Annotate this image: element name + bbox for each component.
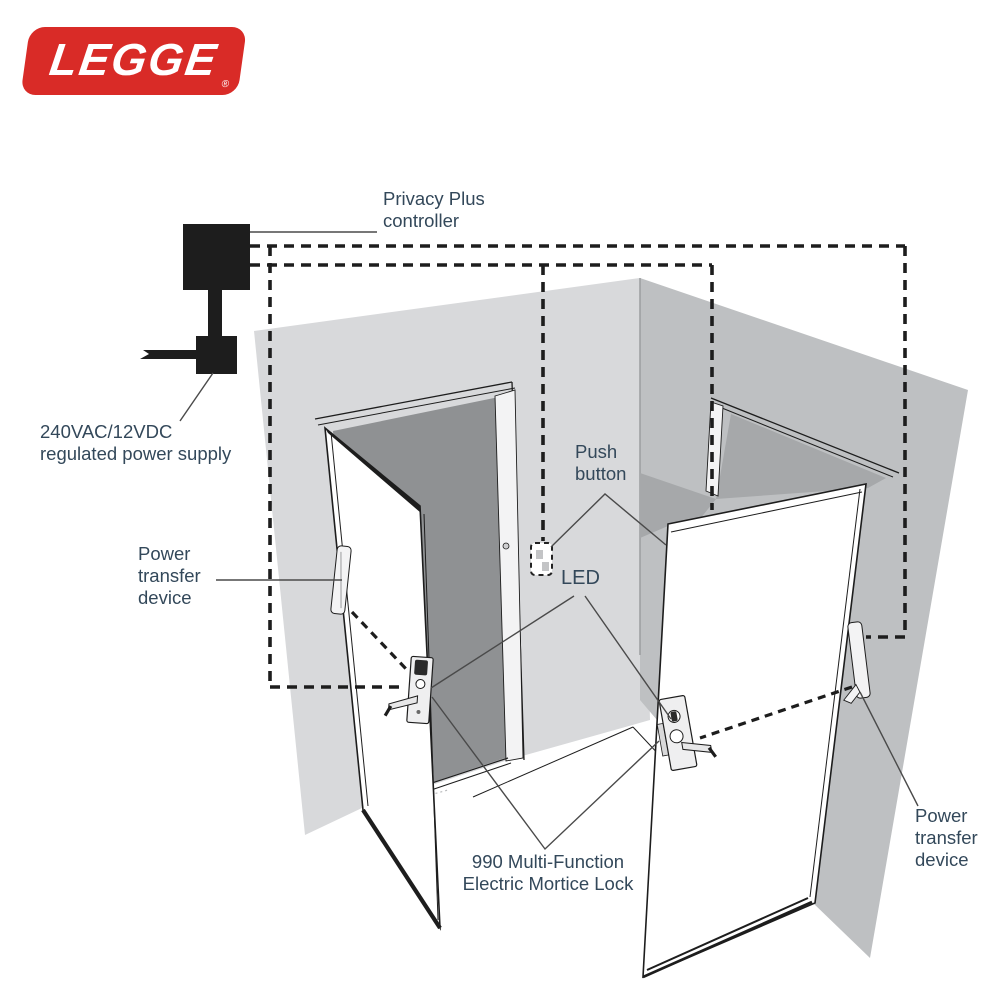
push-button <box>530 542 553 576</box>
right-doorway-gap <box>640 473 716 538</box>
label-line: Privacy Plus <box>383 188 485 209</box>
label-line: Electric Mortice Lock <box>462 872 634 894</box>
left-door <box>324 426 442 931</box>
label-line: regulated power supply <box>40 442 232 464</box>
leader-lines <box>179 231 919 851</box>
right-lock-cylinder <box>670 711 678 722</box>
label-privacy-plus-controller: Privacy Plus controller <box>383 188 485 232</box>
right-frame-outer <box>710 397 900 474</box>
label-line: LED <box>561 567 600 589</box>
leader-power-transfer-right <box>859 691 919 807</box>
label-line: 240VAC/12VDC <box>40 421 173 442</box>
label-line: controller <box>383 209 460 231</box>
left-lock-led-indicator <box>415 679 426 690</box>
push-button-detail-1 <box>536 550 543 559</box>
power-transfer-wire-guide <box>843 683 861 704</box>
right-door-bottom-edge <box>642 900 813 979</box>
left-door-jamb <box>494 389 524 762</box>
label-line: 990 Multi-Function <box>471 851 625 872</box>
leader-led-right <box>584 595 672 720</box>
label-mortice-lock: 990 Multi-Function Electric Mortice Lock <box>448 851 648 895</box>
label-line: Push <box>575 441 618 462</box>
wiring-to-locks <box>270 610 905 740</box>
left-door-top-edge <box>325 428 421 513</box>
right-door <box>642 482 871 979</box>
right-lock <box>656 695 717 771</box>
label-line: transfer <box>138 564 201 586</box>
left-lock <box>383 655 434 725</box>
right-door-bottom-edge-inner <box>646 897 809 971</box>
left-door-hinge-edge-inner <box>330 431 369 807</box>
privacy-plus-controller-box <box>183 224 250 290</box>
registered-trademark-icon: ® <box>220 79 230 90</box>
right-doorway <box>640 397 900 538</box>
wiring-right-hinge-to-lock <box>699 685 853 740</box>
right-lock-lever-tip <box>707 746 717 758</box>
left-door-bottom-edge <box>361 808 442 930</box>
door-stop-roller <box>502 542 510 550</box>
label-line: button <box>575 462 627 484</box>
left-lock-lever-tip <box>383 705 393 717</box>
left-frame-outer <box>314 381 513 420</box>
floor-edge-left <box>472 726 634 798</box>
label-line: transfer <box>915 826 978 848</box>
label-led: LED <box>561 567 600 591</box>
left-lock-cylinder <box>414 659 428 676</box>
wiring-runs <box>250 244 907 687</box>
left-lock-screw <box>416 709 421 714</box>
right-doorway-opening <box>716 414 886 499</box>
label-line: Power <box>138 543 191 564</box>
label-power-supply: 240VAC/12VDC regulated power supply <box>40 421 231 465</box>
right-frame-inner <box>716 405 894 478</box>
controller-psu-link <box>208 290 222 337</box>
legge-logo: LEGGE ® <box>20 27 248 95</box>
leader-power-supply <box>179 372 214 422</box>
label-line: device <box>138 586 192 608</box>
power-supply-box <box>196 336 237 374</box>
mains-wire <box>140 350 196 359</box>
right-door-panel <box>642 482 867 979</box>
left-frame-inner <box>317 387 516 426</box>
leader-push-button <box>550 493 667 548</box>
right-lock-led-indicator <box>669 729 684 744</box>
leader-led-left <box>430 595 575 689</box>
label-line: device <box>915 848 969 870</box>
label-power-transfer-left: Power transfer device <box>138 543 201 608</box>
push-button-detail-2 <box>542 562 549 571</box>
leader-mortice-lock <box>431 696 660 851</box>
label-power-transfer-right: Power transfer device <box>915 805 978 870</box>
power-transfer-device-right <box>843 621 871 704</box>
left-door-free-edge-inner <box>423 513 439 921</box>
label-push-button: Push button <box>575 441 626 485</box>
legge-logo-text: LEGGE <box>46 33 222 85</box>
controller-assembly <box>140 224 250 374</box>
right-door-top-edge-inner <box>670 491 863 533</box>
label-line: Power <box>915 805 968 826</box>
